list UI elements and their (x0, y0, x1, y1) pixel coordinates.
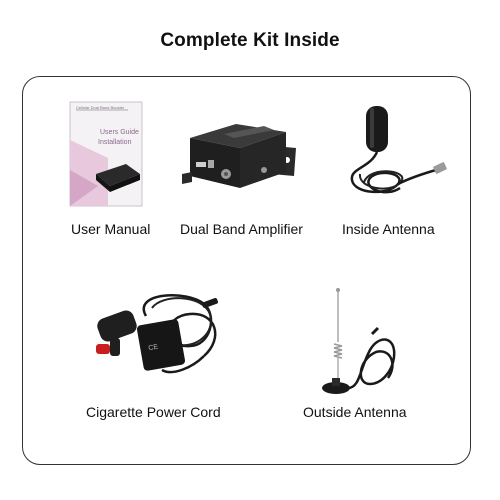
amplifier-icon (182, 124, 296, 188)
kit-panel (22, 76, 471, 465)
svg-text:CE: CE (148, 344, 159, 353)
manual-title-line1: Users Guide (100, 129, 139, 136)
page-title: Complete Kit Inside (160, 30, 340, 51)
car-power-adapter-icon: CE (96, 294, 218, 374)
manual-title-line2: Installation (98, 139, 132, 146)
manual-top-line: Cellular Dual Band Booster (76, 105, 125, 110)
user-manual-icon: Cellular Dual Band Booster Users Guide I… (69, 101, 143, 207)
outside-antenna-icon (322, 288, 396, 394)
kit-item-label: User Manual (71, 221, 151, 237)
kit-item-label: Dual Band Amplifier (180, 221, 303, 237)
kit-item-label: Inside Antenna (342, 221, 435, 237)
kit-item-label: Cigarette Power Cord (86, 404, 221, 420)
kit-item-label: Outside Antenna (303, 404, 407, 420)
inside-antenna-icon (350, 106, 447, 194)
